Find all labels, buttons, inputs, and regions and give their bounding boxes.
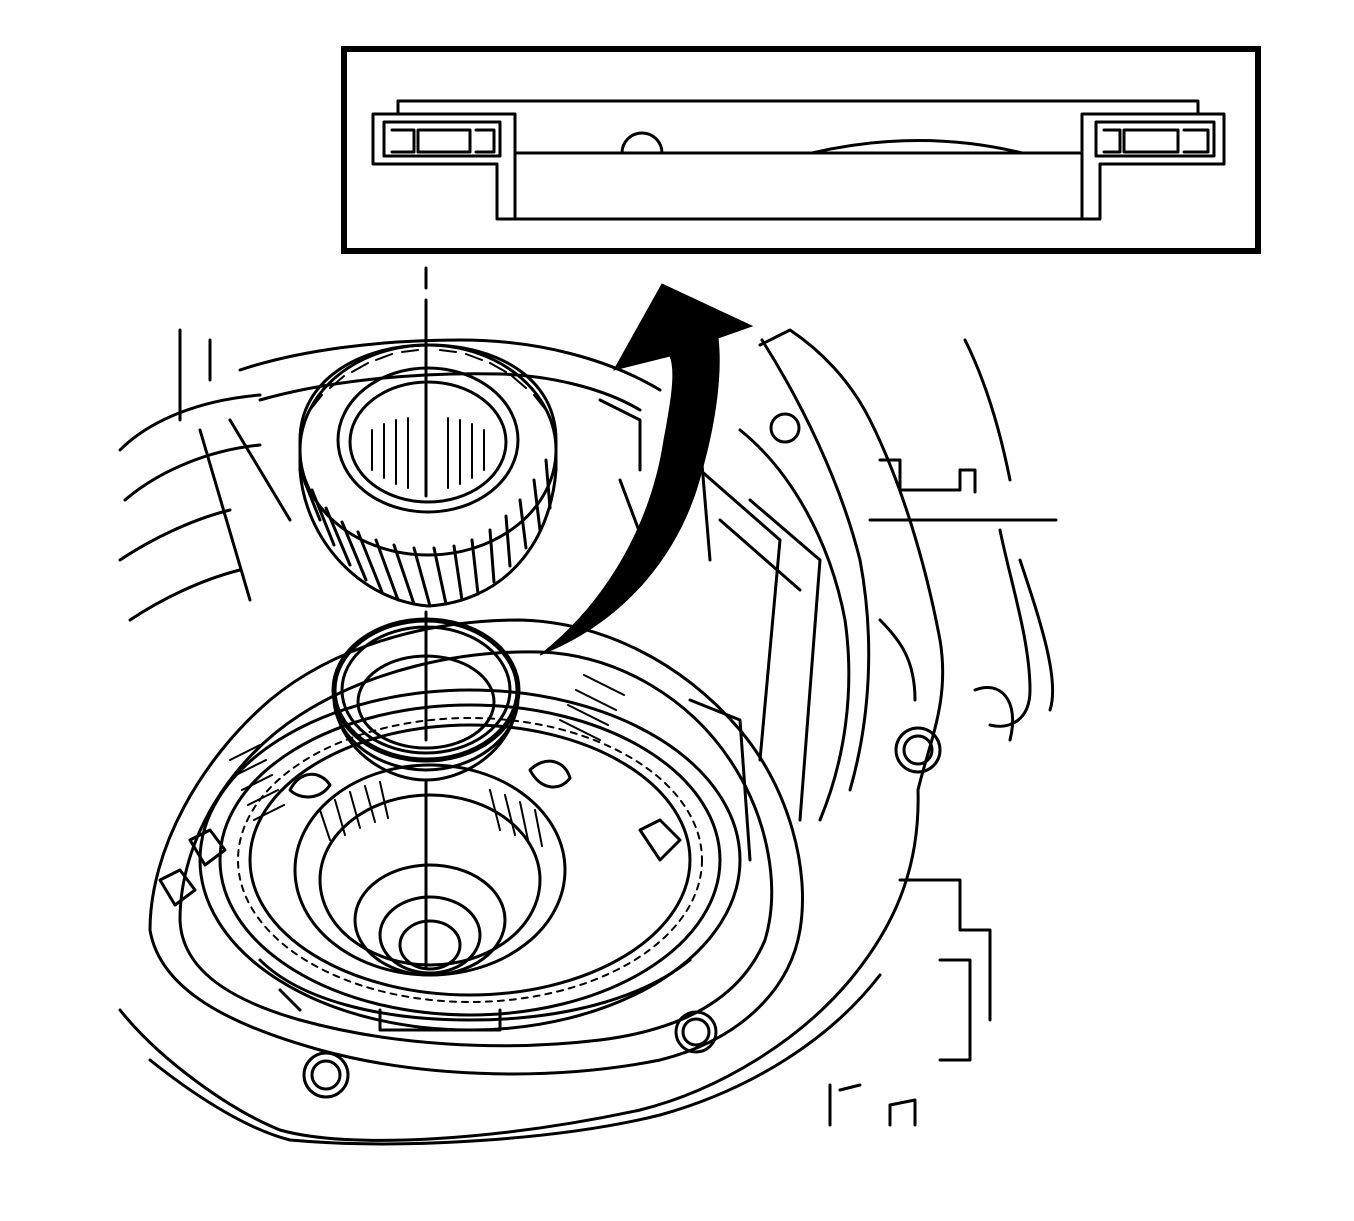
detail-inset (341, 46, 1261, 254)
bolt-hole (302, 1051, 350, 1099)
bolt-hole (674, 1010, 718, 1054)
case-right-housing (760, 338, 871, 792)
right-roller (1122, 128, 1180, 154)
ring-gear-teeth (237, 717, 703, 1003)
bolt-hole (310, 1059, 342, 1091)
bolt-hole (894, 726, 942, 774)
gear-teeth (298, 458, 552, 608)
section-bump-center (810, 139, 1024, 155)
ring-gear-carrier (158, 674, 742, 1032)
left-race (382, 120, 502, 158)
case-outer-flange (118, 328, 945, 1142)
left-roller (416, 128, 472, 154)
transmission-case (118, 328, 1058, 1146)
gear-internal-splines (371, 417, 485, 489)
bolt-hole (902, 734, 934, 766)
right-race (1094, 120, 1216, 158)
bolt-hole (681, 1017, 711, 1047)
direction-arrow (539, 283, 754, 656)
case-left-housing (118, 393, 262, 452)
section-bump-left (620, 131, 664, 155)
helical-gear (298, 343, 558, 608)
bolt-hole (769, 412, 801, 444)
case-inner-bore (148, 618, 804, 1076)
